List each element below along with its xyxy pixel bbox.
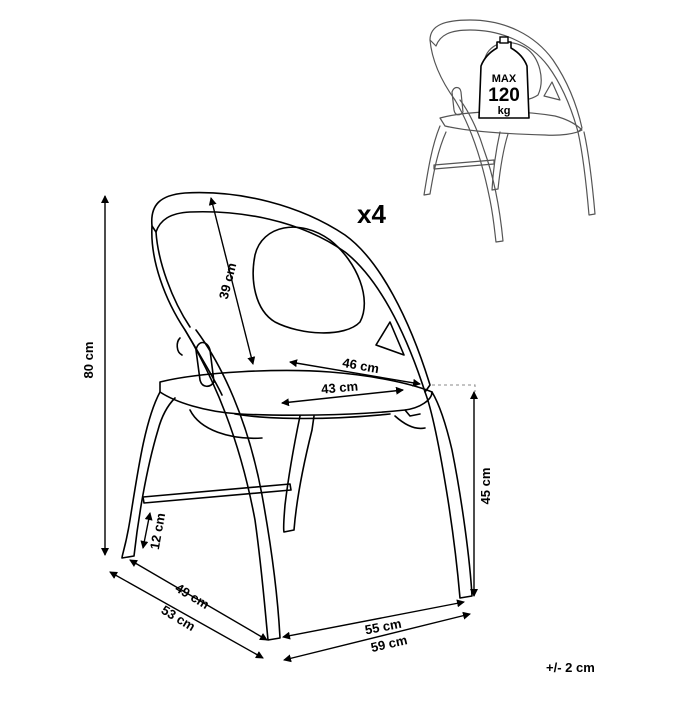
seat-width-inner-arrow (281, 386, 404, 407)
width-outer-arrow (283, 611, 471, 663)
stretcher-height-arrow (140, 512, 153, 549)
side-cutout-left (195, 341, 215, 388)
seat-height-reference (432, 384, 476, 392)
seat-width-outer-label: 46 cm (341, 355, 380, 376)
tolerance-label: +/- 2 cm (546, 660, 595, 675)
max-label: MAX (492, 73, 517, 85)
height-label: 80 cm (81, 342, 96, 379)
stretcher (142, 483, 292, 504)
stretcher-height-label: 12 cm (147, 512, 168, 551)
seat-width-inner-label: 43 cm (321, 378, 359, 396)
rear-right-leg (282, 415, 315, 533)
backrest-arrow (208, 197, 256, 365)
weight-icon (478, 36, 530, 119)
seat (159, 369, 433, 416)
depth-outer-label: 53 cm (159, 602, 198, 634)
seat-width-outer-arrow (289, 359, 421, 387)
front-right-leg (424, 391, 473, 599)
quantity-label: x4 (357, 199, 386, 229)
depth-inner-label: 49 cm (173, 580, 212, 612)
rear-left-leg (121, 391, 176, 559)
seat-height-label: 45 cm (478, 468, 493, 505)
side-cutout-right (375, 321, 405, 356)
dimension-lines (101, 195, 478, 663)
chair-drawing (121, 191, 473, 641)
max-unit: kg (498, 105, 511, 117)
backrest-window (252, 226, 366, 334)
depth-outer-arrow (109, 571, 264, 659)
max-value: 120 (488, 85, 520, 106)
width-inner-label: 55 cm (364, 616, 403, 638)
